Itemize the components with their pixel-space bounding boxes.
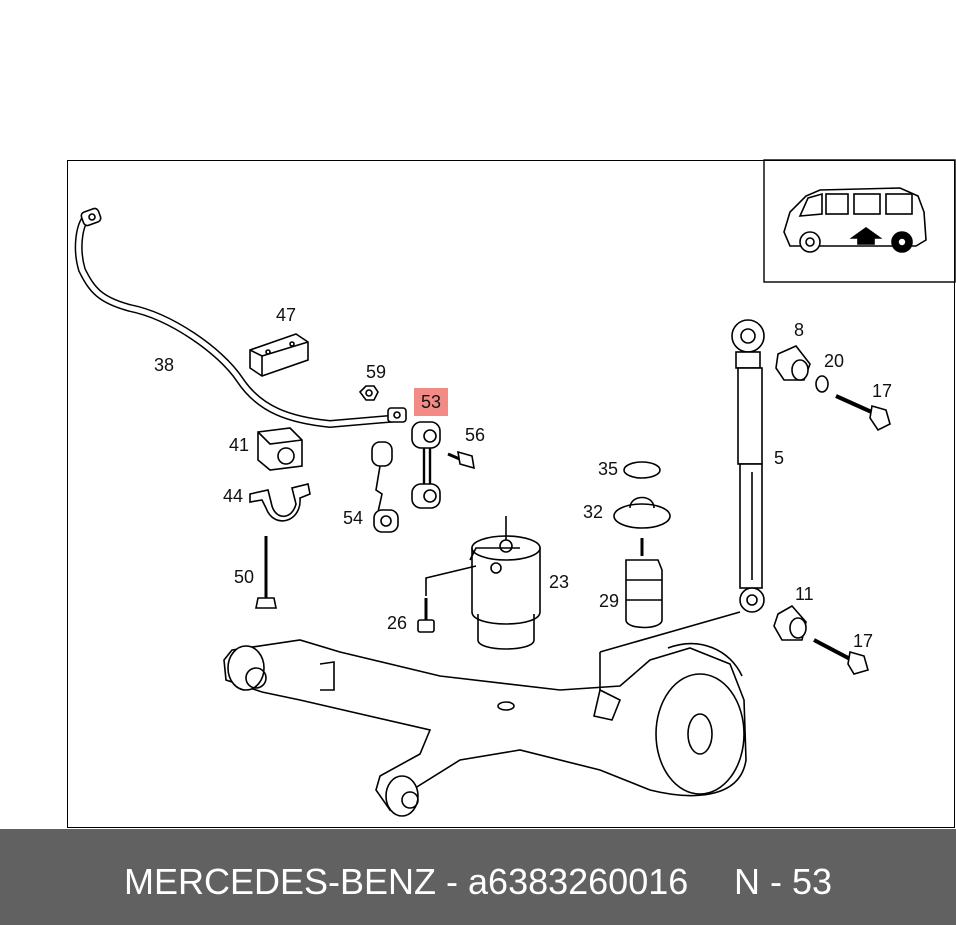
- stabilizer-clamp: [249, 483, 311, 522]
- callout-50: 50: [234, 567, 255, 587]
- callout-29: 29: [599, 591, 620, 611]
- callout-53-highlighted: 53: [414, 388, 449, 416]
- callout-8: 8: [794, 320, 805, 340]
- footer-bar: MERCEDES-BENZ - a6383260016 N - 53: [0, 829, 956, 925]
- callout-38: 38: [154, 355, 175, 375]
- callout-23: 23: [549, 572, 570, 592]
- callout-35: 35: [598, 459, 619, 479]
- trailing-arm: [223, 611, 747, 817]
- stabilizer-bar: [74, 207, 407, 429]
- callout-20: 20: [824, 351, 845, 371]
- bump-stop: [625, 538, 663, 629]
- vehicle-van-icon: [783, 187, 927, 253]
- callout-11: 11: [795, 584, 814, 604]
- callout-56: 56: [465, 425, 486, 445]
- air-spring: [469, 516, 541, 650]
- callout-59: 59: [366, 362, 387, 382]
- rebound-washer: [623, 461, 661, 479]
- callout-32: 32: [583, 502, 604, 522]
- shock-bushing-lower: [773, 604, 807, 641]
- stabilizer-link-54: [371, 441, 399, 533]
- shock-bolt-lower: [813, 638, 869, 675]
- shock-bolt-upper: [835, 394, 891, 432]
- long-bolt: [255, 536, 277, 609]
- screw: [417, 565, 477, 633]
- callout-54: 54: [343, 508, 364, 528]
- callout-47: 47: [276, 305, 297, 325]
- callout-44: 44: [223, 486, 244, 506]
- nut: [358, 385, 379, 401]
- position-reference: N - 53: [734, 861, 833, 902]
- part-brand-number: MERCEDES-BENZ - a6383260016: [124, 861, 689, 902]
- stabilizer-bushing: [257, 427, 303, 471]
- vehicle-inset: [763, 159, 956, 283]
- shock-washer: [815, 375, 829, 393]
- arrow-up-icon: [849, 227, 883, 245]
- bump-stop-cap: [613, 496, 671, 529]
- callout-26: 26: [387, 613, 408, 633]
- bracket-block: [249, 333, 309, 377]
- callout-41: 41: [229, 435, 250, 455]
- shock-absorber: [731, 319, 765, 613]
- callout-5: 5: [774, 448, 785, 468]
- callout-17-upper: 17: [872, 381, 893, 401]
- short-bolt: [447, 450, 475, 470]
- stabilizer-link-53: [411, 421, 441, 509]
- shock-bushing-upper: [775, 345, 811, 381]
- callout-17-lower: 17: [853, 631, 874, 651]
